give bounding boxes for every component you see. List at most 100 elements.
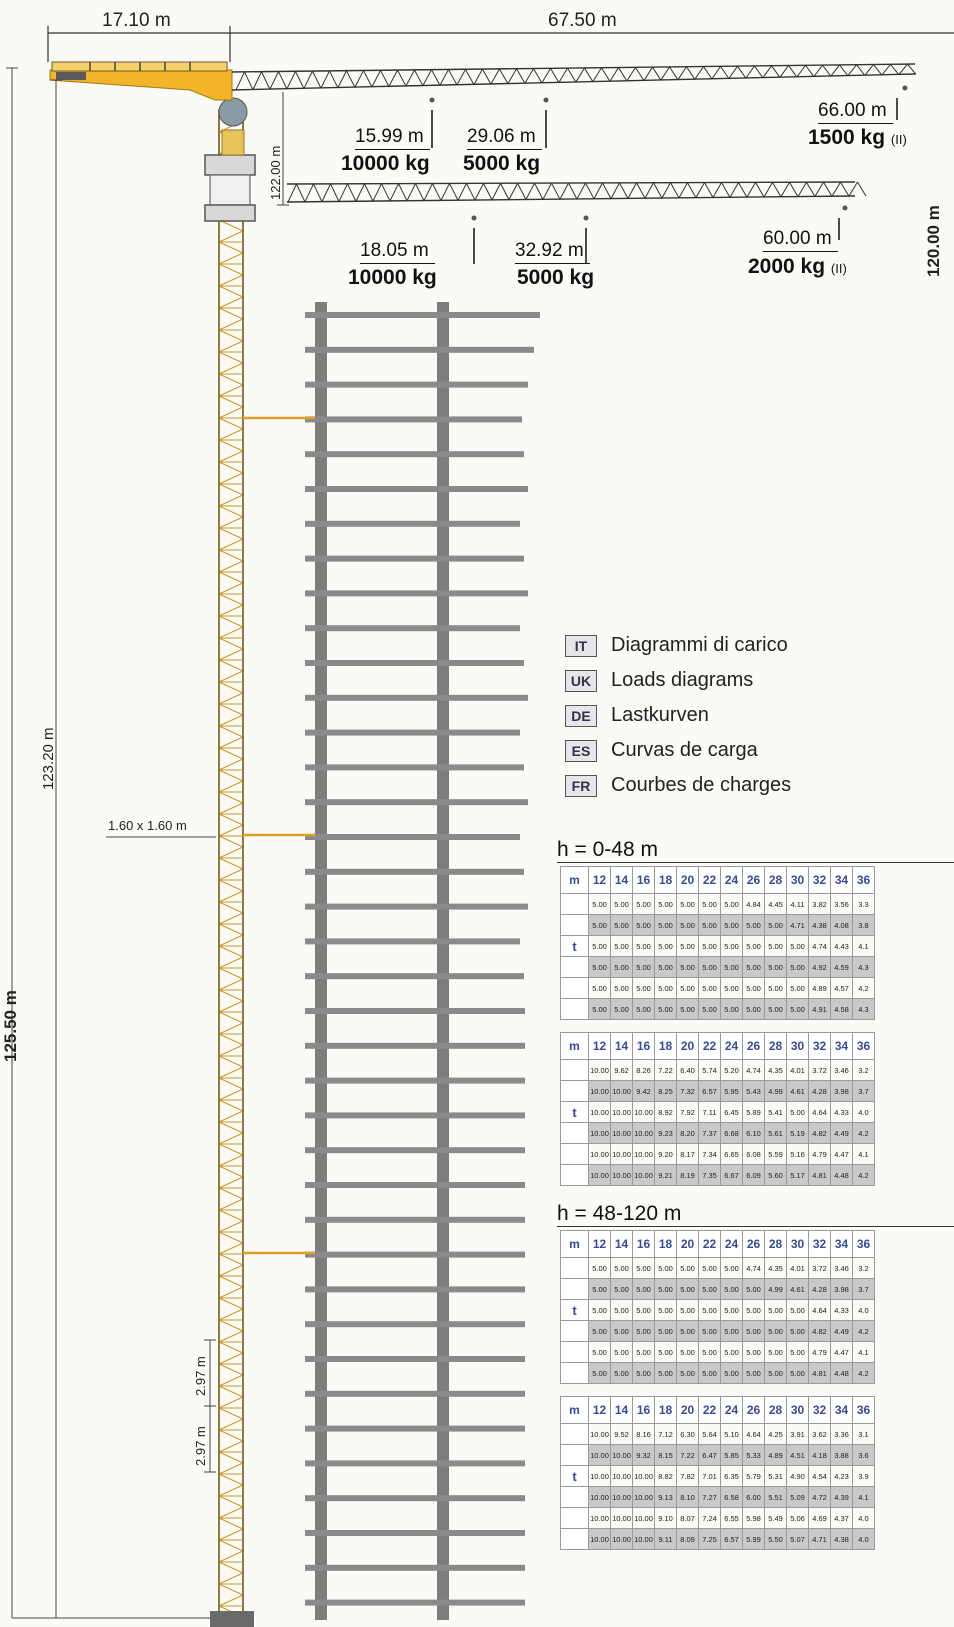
table-cell: 5.00 (588, 1299, 611, 1321)
table-cell: 4.79 (808, 1143, 831, 1165)
table-cell: 5.00 (654, 998, 677, 1020)
table-cell: 5.00 (742, 1320, 765, 1342)
table-cell: 5.00 (698, 1320, 721, 1342)
table-cell: 9.32 (632, 1444, 655, 1466)
mast-ties (243, 416, 315, 1255)
column-header: 22 (698, 1230, 721, 1258)
table-cell: 4.99 (764, 1278, 787, 1300)
table-cell: 4.43 (830, 935, 853, 957)
jib-length: 67.50 m (548, 10, 617, 31)
table-cell: 5.00 (632, 893, 655, 915)
table-cell: 5.00 (610, 1362, 633, 1384)
table-cell: 5.00 (720, 1299, 743, 1321)
table-cell: 5.99 (742, 1528, 765, 1550)
table-cell: 4.61 (786, 1278, 809, 1300)
row-label-cell (560, 1320, 589, 1342)
table-cell: 5.00 (632, 935, 655, 957)
table-cell: 5.00 (632, 1257, 655, 1279)
row-label-cell (560, 1080, 589, 1102)
table-cell: 4.74 (808, 935, 831, 957)
table-cell: 10.00 (610, 1101, 633, 1123)
table-cell: 5.00 (654, 977, 677, 999)
table-cell: 4.71 (808, 1528, 831, 1550)
table-cell: 5.00 (742, 998, 765, 1020)
column-unit: m (560, 1396, 589, 1424)
table-cell: 10.00 (610, 1122, 633, 1144)
upper-load-3-kg-suffix: (II) (890, 132, 907, 147)
table-cell: 5.00 (698, 1362, 721, 1384)
column-header: 12 (588, 866, 611, 894)
table-cell: 5.00 (742, 1362, 765, 1384)
table-cell: 4.3 (852, 998, 875, 1020)
table-cell: 4.0 (852, 1528, 875, 1550)
table-cell: 5.89 (742, 1101, 765, 1123)
table-cell: 5.31 (764, 1465, 787, 1487)
table-cell: 5.00 (654, 956, 677, 978)
table-cell: 3.2 (852, 1059, 875, 1081)
table-cell: 4.33 (830, 1299, 853, 1321)
table-cell: 8.26 (632, 1059, 655, 1081)
table-cell: 8.16 (632, 1423, 655, 1445)
row-label-cell (560, 1341, 589, 1363)
column-header: 14 (610, 1396, 633, 1424)
mast-section-label: 1.60 x 1.60 m (108, 818, 187, 833)
table-cell: 4.01 (786, 1059, 809, 1081)
table-cell: 10.00 (588, 1122, 611, 1144)
table-cell: 4.2 (852, 1164, 875, 1186)
table-cell: 5.64 (698, 1423, 721, 1445)
table-cell: 5.00 (720, 914, 743, 936)
legend-text: Loads diagrams (611, 669, 754, 691)
column-header: 30 (786, 1396, 809, 1424)
table-cell: 5.00 (786, 1101, 809, 1123)
column-header: 30 (786, 1230, 809, 1258)
table-cell: 7.12 (654, 1423, 677, 1445)
table-cell: 4.1 (852, 935, 875, 957)
upper-load-3-kg: 1500 kg (II) (808, 126, 907, 152)
table-cell: 5.00 (676, 1320, 699, 1342)
table-cell: 7.35 (698, 1164, 721, 1186)
table-cell: 5.00 (698, 1341, 721, 1363)
table-cell: 10.00 (632, 1528, 655, 1550)
table-cell: 4.58 (830, 998, 853, 1020)
column-header: 18 (654, 1032, 677, 1060)
table-cell: 5.00 (742, 956, 765, 978)
row-label-cell (560, 1122, 589, 1144)
table-cell: 7.22 (654, 1059, 677, 1081)
table-cell: 4.81 (808, 1164, 831, 1186)
section-divider (557, 1226, 954, 1227)
column-header: 14 (610, 866, 633, 894)
table-cell: 4.38 (830, 1528, 853, 1550)
table-cell: 5.00 (764, 914, 787, 936)
table-cell: 5.00 (588, 1341, 611, 1363)
table-cell: 4.51 (786, 1444, 809, 1466)
lower-load-3-kg: 2000 kg (II) (748, 255, 847, 281)
table-cell: 7.22 (676, 1444, 699, 1466)
table-cell: 5.00 (588, 914, 611, 936)
table-cell: 5.00 (588, 1362, 611, 1384)
table-cell: 4.47 (830, 1143, 853, 1165)
table-cell: 3.9 (852, 1465, 875, 1487)
slewing-unit (204, 97, 256, 222)
column-header: 28 (764, 1396, 787, 1424)
table-cell: 10.00 (588, 1444, 611, 1466)
table-cell: 5.00 (786, 935, 809, 957)
table-cell: 5.00 (720, 1278, 743, 1300)
table-cell: 10.00 (588, 1080, 611, 1102)
column-header: 32 (808, 866, 831, 894)
table-cell: 10.00 (610, 1143, 633, 1165)
table-cell: 4.11 (786, 893, 809, 915)
table-cell: 5.00 (764, 1362, 787, 1384)
table-cell: 5.00 (764, 1341, 787, 1363)
